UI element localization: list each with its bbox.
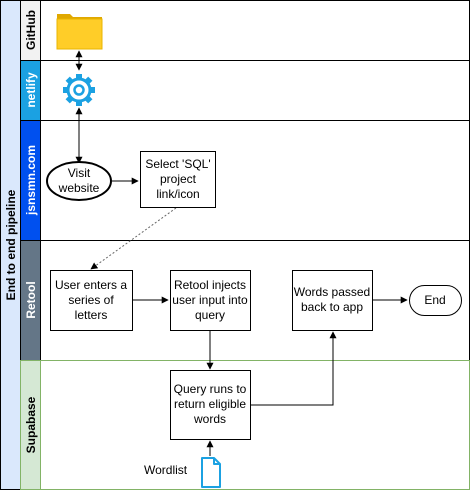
end-node <box>409 285 462 316</box>
user-enters-line-3: letters <box>75 308 108 322</box>
visit-website-node <box>46 161 112 201</box>
user-enters-node <box>50 270 133 331</box>
retool-injects-line-3: query <box>195 308 225 322</box>
lane-netlify-label: netlify <box>24 72 38 108</box>
lane-github-label: GitHub <box>24 10 38 50</box>
query-runs-line-1: Query runs to <box>174 382 247 396</box>
words-passed-node <box>292 270 373 331</box>
end-label: End <box>424 293 445 307</box>
query-runs-node <box>170 370 251 440</box>
lane-supabase-header <box>20 360 41 490</box>
retool-injects-node <box>170 270 251 331</box>
user-enters-line-1: User enters a <box>55 278 127 292</box>
lane-retool-label: Retool <box>24 281 38 318</box>
query-runs-line-2: return eligible <box>174 397 246 411</box>
lane-supabase-label: Supabase <box>24 396 38 453</box>
retool-injects-line-1: Retool injects <box>174 278 246 292</box>
words-passed-line-2: back to app <box>301 300 363 314</box>
lane-netlify <box>20 60 470 121</box>
visit-website-line-2: website <box>58 181 100 195</box>
document-icon <box>201 457 221 488</box>
folder-icon <box>56 14 103 50</box>
user-enters-line-2: series of <box>68 293 114 307</box>
lane-jsnsmn-label: jsnsmn.com <box>24 145 38 216</box>
select-sql-line-1: Select 'SQL' <box>145 157 210 171</box>
gear-icon <box>63 74 95 106</box>
visit-website-line-1: Visit <box>68 166 91 180</box>
select-user-connector <box>90 207 177 270</box>
pool-title: End to end pipeline <box>4 189 18 300</box>
query-words-connector <box>250 331 337 406</box>
select-sql-line-2: project <box>160 172 197 186</box>
words-passed-line-1: Words passed <box>294 285 370 299</box>
select-sql-line-3: link/icon <box>156 187 199 201</box>
query-runs-line-3: words <box>193 412 226 426</box>
select-sql-node <box>140 151 216 208</box>
retool-injects-line-2: user input into <box>172 293 248 307</box>
wordlist-label: Wordlist <box>144 463 188 477</box>
